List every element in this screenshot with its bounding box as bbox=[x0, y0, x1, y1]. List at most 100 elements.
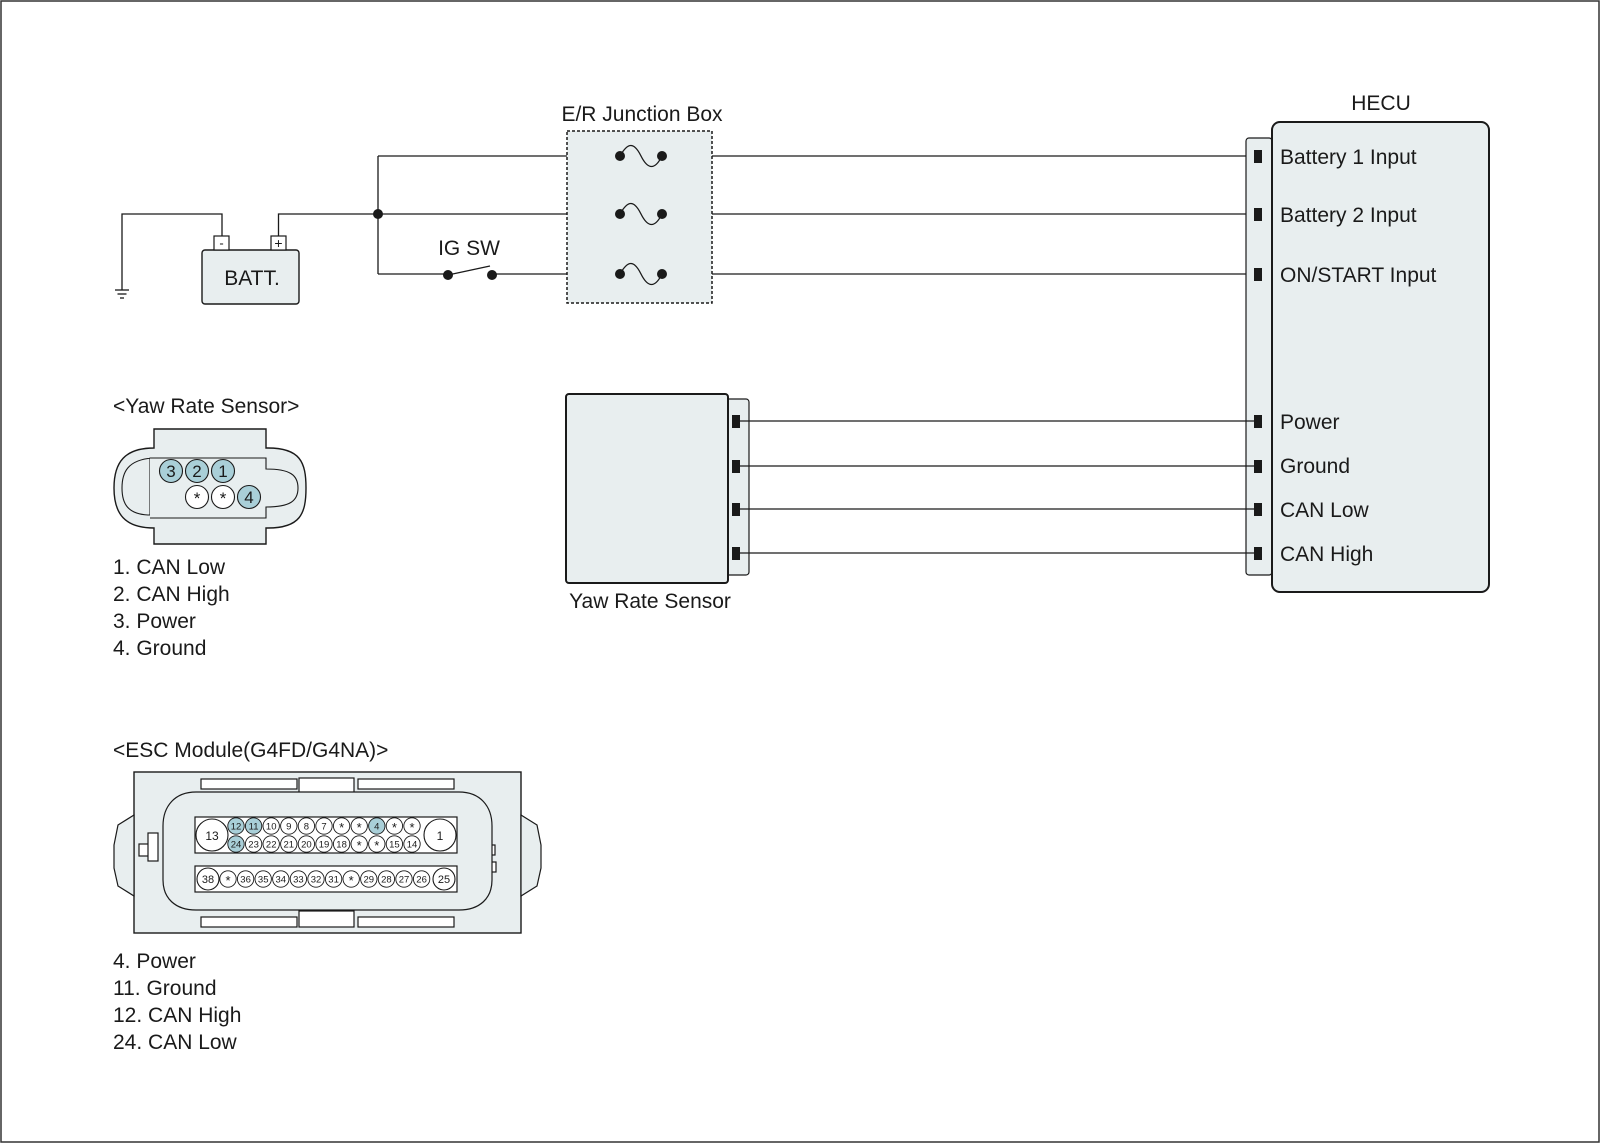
esc-pin: 19 bbox=[319, 840, 330, 851]
esc-pin-circle bbox=[280, 835, 298, 853]
hecu-pin-ground: Ground bbox=[1280, 455, 1350, 478]
esc-pin: 1 bbox=[437, 829, 444, 843]
esc-pin: 9 bbox=[286, 822, 291, 833]
esc-pin: 32 bbox=[311, 875, 322, 886]
esc-pin: 4 bbox=[374, 822, 379, 833]
esc-pin: * bbox=[225, 873, 230, 888]
yaw-rate-sensor-box: Yaw Rate Sensor bbox=[565, 393, 750, 613]
esc-pin: 29 bbox=[364, 875, 375, 886]
esc-pin-circle bbox=[227, 817, 245, 835]
hecu-pin-can-low: CAN Low bbox=[1280, 499, 1370, 522]
yaw-pin: 2 bbox=[192, 462, 201, 481]
esc-pin-circle bbox=[297, 835, 316, 853]
hecu-body bbox=[1271, 121, 1490, 593]
esc-legend: 4. Power 11. Ground 12. CAN High 24. CAN… bbox=[113, 950, 241, 1054]
esc-pin-circle bbox=[262, 835, 280, 853]
esc-pin: 34 bbox=[276, 875, 287, 886]
esc-pin-circle bbox=[262, 817, 280, 835]
esc-pin-circle bbox=[385, 817, 404, 835]
esc-pin: * bbox=[339, 820, 344, 835]
esc-pin-circle bbox=[297, 817, 316, 835]
esc-pin-circle bbox=[315, 835, 333, 853]
yaw-pin: 3 bbox=[166, 462, 175, 481]
esc-pin: 10 bbox=[266, 822, 277, 833]
esc-pin-circle bbox=[350, 835, 368, 853]
esc-pin-circle bbox=[403, 835, 421, 853]
power-bus-wires bbox=[277, 155, 1250, 275]
esc-pin: 7 bbox=[321, 822, 326, 833]
hecu-pin-on-start: ON/START Input bbox=[1280, 264, 1437, 287]
fuse-1 bbox=[615, 144, 667, 168]
yaw-pin: * bbox=[220, 489, 227, 508]
esc-pin: * bbox=[409, 820, 414, 835]
esc-pin: 21 bbox=[284, 840, 295, 851]
esc-pin: 23 bbox=[248, 840, 259, 851]
esc-pin-circle bbox=[244, 817, 263, 835]
esc-big-pins: 13 1 38 25 bbox=[195, 818, 457, 891]
esc-pin: 26 bbox=[416, 875, 427, 886]
esc-pin: 14 bbox=[407, 840, 418, 851]
esc-pin: 15 bbox=[389, 840, 400, 851]
battery: - + BATT. bbox=[201, 235, 300, 305]
esc-pin: * bbox=[374, 838, 379, 853]
esc-pin: * bbox=[357, 820, 362, 835]
esc-pin-circle bbox=[332, 835, 351, 853]
esc-pin-circle bbox=[244, 835, 263, 853]
fuse-3 bbox=[615, 262, 667, 286]
esc-pin-circle bbox=[315, 817, 333, 835]
yaw-pin: 1 bbox=[218, 462, 227, 481]
yaw-legend-item: 4. Ground bbox=[113, 637, 206, 660]
esc-pin-circle bbox=[385, 835, 404, 853]
yaw-connector: 3 2 1 * * 4 bbox=[113, 428, 307, 545]
hecu-label: HECU bbox=[1351, 92, 1411, 115]
hecu-pin-battery1: Battery 1 Input bbox=[1280, 146, 1417, 169]
esc-pin: 24 bbox=[231, 840, 242, 851]
esc-pin-circle bbox=[307, 870, 325, 888]
fuse-2 bbox=[615, 202, 667, 226]
hecu-pin-battery2: Battery 2 Input bbox=[1280, 204, 1417, 227]
ignition-switch-label: IG SW bbox=[438, 237, 500, 260]
yaw-legend-item: 2. CAN High bbox=[113, 583, 230, 606]
hecu-pin-labels: Battery 1 Input Battery 2 Input ON/START… bbox=[1280, 146, 1437, 566]
esc-legend-item: 24. CAN Low bbox=[113, 1031, 238, 1054]
esc-legend-item: 4. Power bbox=[113, 950, 196, 973]
ground-symbol bbox=[115, 213, 223, 299]
esc-pin: 18 bbox=[336, 840, 347, 851]
yaw-legend-item: 1. CAN Low bbox=[113, 556, 226, 579]
junction-box-label: E/R Junction Box bbox=[561, 103, 723, 126]
esc-pin-circle bbox=[412, 870, 431, 888]
esc-pin-circle bbox=[395, 870, 413, 888]
yaw-pin: 4 bbox=[244, 488, 253, 507]
yaw-connector-title: <Yaw Rate Sensor> bbox=[113, 395, 299, 418]
esc-pin-circle bbox=[403, 817, 421, 835]
yaw-rate-sensor-box-label: Yaw Rate Sensor bbox=[569, 590, 731, 613]
esc-legend-item: 12. CAN High bbox=[113, 1004, 241, 1027]
esc-legend-item: 11. Ground bbox=[113, 977, 217, 1000]
hecu-module: HECU bbox=[1245, 92, 1490, 593]
esc-pin: 27 bbox=[399, 875, 410, 886]
esc-pin: 25 bbox=[438, 874, 450, 886]
esc-pin-circle bbox=[368, 835, 386, 853]
esc-pin-circle bbox=[368, 817, 386, 835]
esc-pin-circle bbox=[377, 870, 396, 888]
esc-pin: 28 bbox=[381, 875, 392, 886]
hecu-pin-can-high: CAN High bbox=[1280, 543, 1373, 566]
esc-pin: 35 bbox=[258, 875, 269, 886]
esc-pin: * bbox=[392, 820, 397, 835]
esc-pin: * bbox=[349, 873, 354, 888]
sensor-hecu-wires bbox=[740, 420, 1254, 554]
esc-pin-circle bbox=[342, 870, 360, 888]
esc-pin-circle bbox=[272, 870, 290, 888]
esc-pin: 36 bbox=[240, 875, 251, 886]
esc-pin: 22 bbox=[266, 840, 277, 851]
yaw-pin: * bbox=[194, 489, 201, 508]
esc-connector-title: <ESC Module(G4FD/G4NA)> bbox=[113, 739, 388, 762]
hecu-pin-power: Power bbox=[1280, 411, 1340, 434]
battery-label: BATT. bbox=[224, 267, 280, 290]
esc-pin-circle bbox=[227, 835, 245, 853]
esc-connector bbox=[113, 771, 542, 934]
